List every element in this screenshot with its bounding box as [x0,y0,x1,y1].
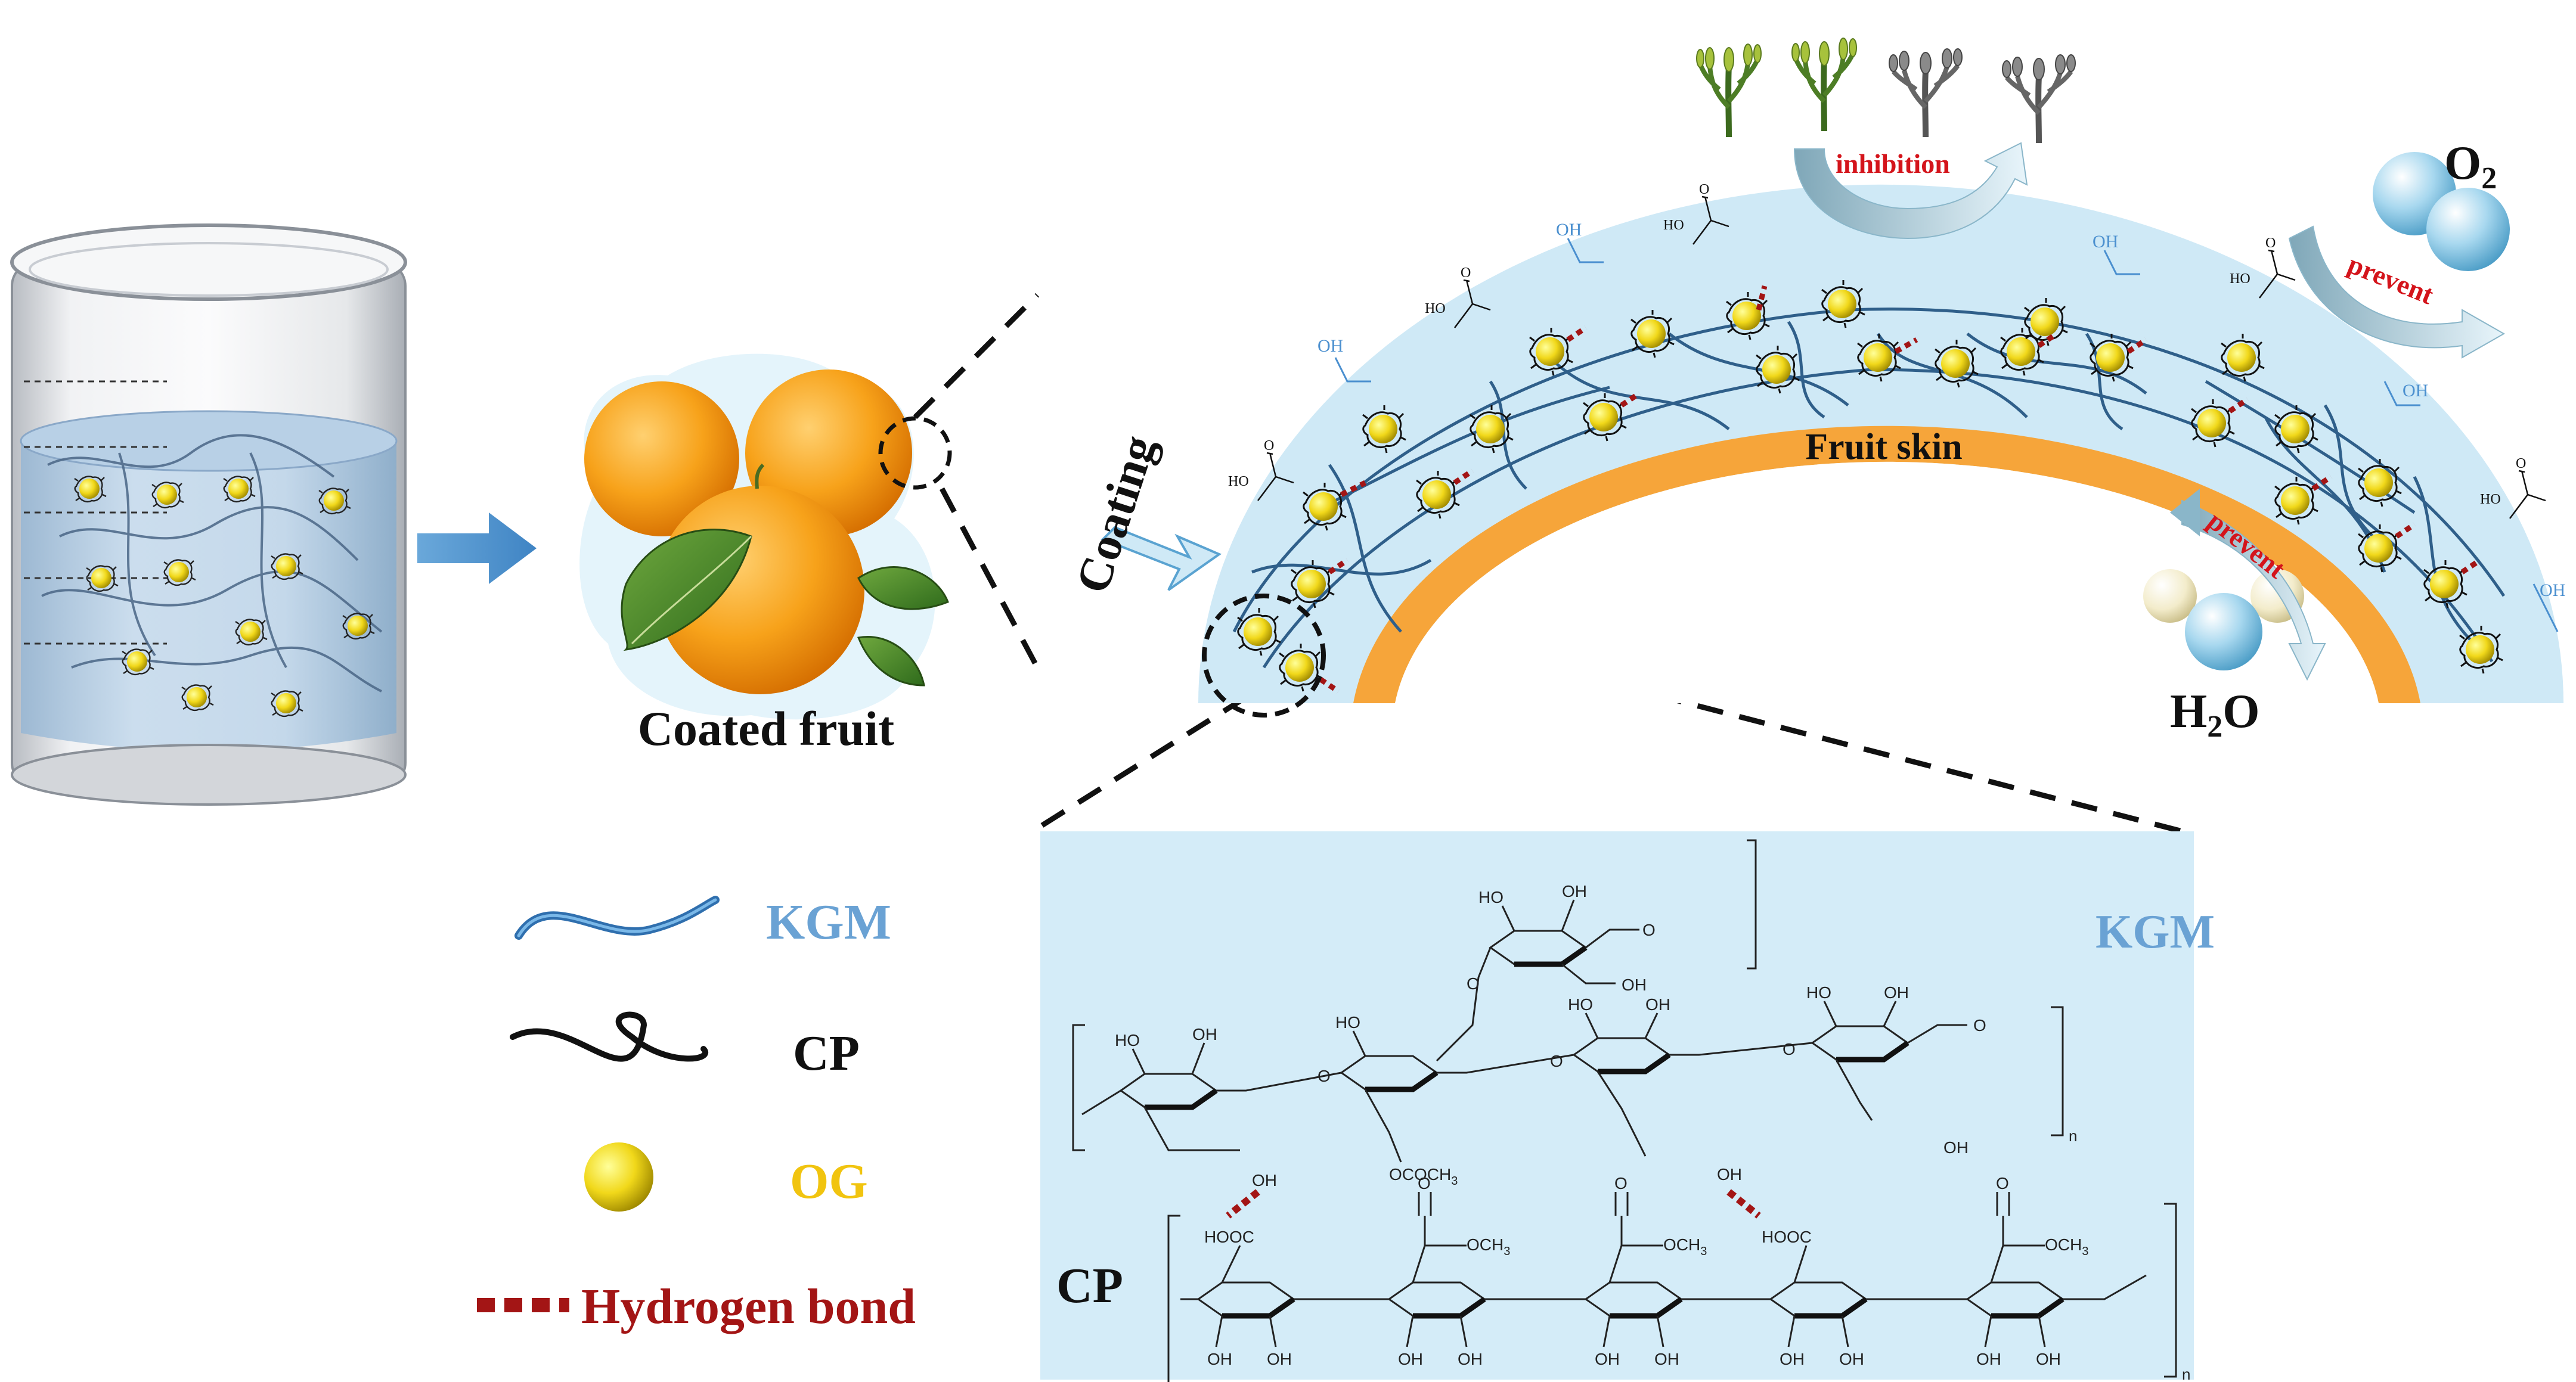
mold-icon [1697,38,2075,143]
oh-group: O [1699,182,1709,197]
ho-group: HO [2480,492,2501,507]
oh-group: OH [1556,220,1582,240]
legend-og-swatch [584,1142,653,1212]
o-atom: O [1550,1052,1563,1070]
fruit-skin-band [1353,426,2420,703]
repeat-n: n [2069,1127,2077,1145]
coating-arc: OH OH OH OH OH HO O HO O HO O HO O HO O [1198,182,2565,718]
oh-group: OH [1645,995,1670,1014]
oh-group: OH [2036,1350,2061,1368]
h2o-label: H2O [2170,685,2259,744]
oh-group: OH [1458,1350,1483,1368]
fruit-skin-label: Fruit skin [1805,427,1963,467]
prevent-o2-arrow [2288,225,2506,359]
oh-group: OH [1622,976,1647,994]
o-atom: O [1996,1174,2009,1192]
o-atom: O [1614,1174,1628,1192]
hydrogen-bond [1726,1189,1761,1219]
oh-group: OH [1207,1350,1232,1368]
o-atom: O [1973,1016,1986,1035]
oxygen-molecule-icon [2373,152,2510,271]
legend-hbond-label: Hydrogen bond [581,1279,916,1334]
inhibition-arrow [1793,142,2028,240]
oh-group: O [2265,235,2276,251]
inhibition-label: inhibition [1836,148,1950,179]
process-arrow [417,513,537,584]
ho-group: HO [1663,218,1684,233]
o-atom: O [1418,1174,1431,1192]
structure-kgm-label: KGM [2095,906,2215,958]
legend-kgm-label: KGM [766,895,891,950]
oh-group: OH [1192,1025,1217,1044]
o-atom: O [1318,1067,1331,1085]
zoom-circle [1202,594,1326,718]
oh-group: OH [1976,1350,2001,1368]
ho-group: HO [1115,1031,1140,1049]
oh-group: OH [2403,381,2428,400]
oh-group: OH [1884,983,1909,1002]
oh-group: O [2516,456,2526,471]
prevent-o2-label: prevent [2343,249,2438,310]
oh-group: OH [1654,1350,1679,1368]
ho-group: HO [1478,888,1504,906]
ho-group: HO [1425,301,1446,316]
ho-group: HO [1335,1013,1360,1032]
oh-group: OH [1717,1165,1742,1184]
hooc-group: HOOC [1762,1228,1812,1246]
legend-cp-swatch [510,1011,708,1062]
oh-group: OH [1252,1171,1277,1190]
hydrogen-bond [1226,1189,1260,1219]
hooc-group: HOOC [1204,1228,1254,1246]
coating-label: Coating [1066,429,1165,599]
o-atom: O [1467,974,1480,993]
legend: KGM CP OG Hydrogen bond [477,895,916,1334]
ococh3-group: OCOCH3 [1389,1165,1458,1188]
o2-label: O2 [2444,137,2497,195]
oh-group: OH [1839,1350,1864,1368]
beaker-icon [10,223,407,806]
ho-group: HO [1568,995,1593,1014]
oh-group: OH [1318,336,1343,356]
ho-group: HO [2230,271,2250,287]
och3-group: OCH3 [1663,1235,1707,1258]
oh-group: OH [1595,1350,1620,1368]
oh-group: OH [1780,1350,1805,1368]
structure-panel: KGM CP n n [1040,831,2215,1382]
oh-group: OH [1943,1138,1969,1157]
legend-og-label: OG [790,1154,868,1209]
zoom-circle [878,416,952,490]
oh-group: OH [1267,1350,1292,1368]
oh-group: O [1461,265,1471,281]
coated-fruit-label: Coated fruit [638,701,894,756]
oh-group: OH [2540,580,2565,600]
och3-group: OCH3 [1467,1235,1510,1258]
repeat-n: n [2182,1365,2190,1382]
oh-group: OH [1398,1350,1423,1368]
oh-group: O [1264,438,1274,454]
coating-arrow [1101,526,1222,591]
ho-group: HO [1806,983,1831,1002]
o-atom: O [1783,1040,1796,1058]
structure-cp-label: CP [1056,1258,1123,1313]
oh-group: OH [1562,882,1587,900]
och3-group: OCH3 [2045,1235,2088,1258]
legend-cp-label: CP [793,1026,860,1081]
o-atom: O [1642,921,1656,939]
oh-group: OH [2093,232,2118,251]
orange-fruit-icon [579,353,952,720]
ho-group: HO [1228,474,1249,489]
